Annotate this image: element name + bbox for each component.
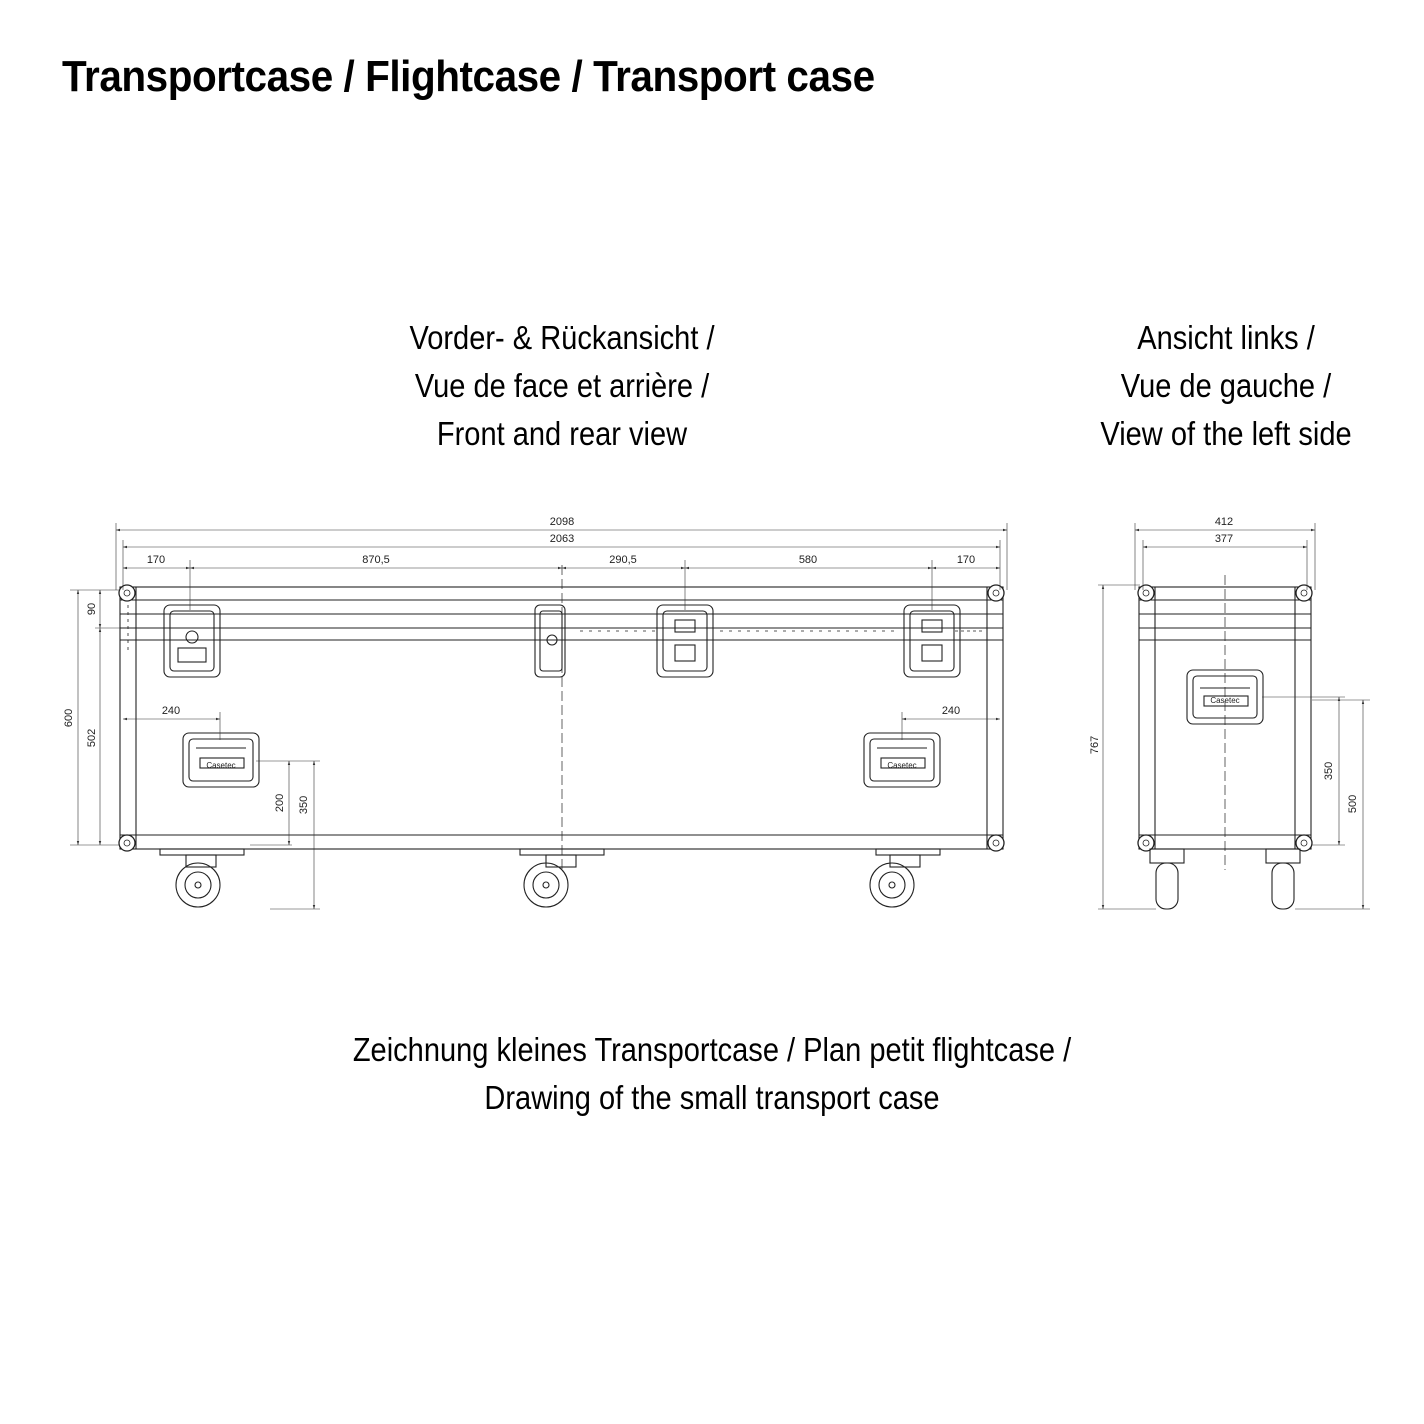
page-title: Transportcase / Flightcase / Transport c… — [62, 52, 875, 101]
corner-ball — [118, 834, 136, 852]
handle-brand-label: Casetec — [1210, 696, 1239, 705]
caption-line: View of the left side — [1100, 415, 1352, 452]
dim-label: 240 — [162, 705, 180, 717]
latch — [656, 604, 714, 678]
latch — [163, 604, 221, 678]
dim-label: 2063 — [550, 533, 574, 545]
side-dimensions — [1098, 523, 1370, 910]
castor-wheel — [1265, 848, 1301, 910]
dim-label: 412 — [1215, 516, 1233, 528]
caption-line: Vue de gauche / — [1120, 367, 1332, 404]
front-view — [118, 565, 1005, 908]
castor-wheel — [1149, 848, 1185, 910]
caption-line: Vue de face et arrière / — [414, 367, 710, 404]
handle — [182, 732, 260, 788]
caption-line: Ansicht links / — [1137, 319, 1315, 356]
front-dimension-labels: 2098 2063 170 870,5 290,5 580 170 240 24… — [63, 516, 975, 814]
latch — [903, 604, 961, 678]
front-view-caption: Vorder- & Rückansicht / Vue de face et a… — [298, 314, 826, 458]
dim-label: 350 — [298, 796, 310, 814]
caption-line: Vorder- & Rückansicht / — [409, 319, 715, 356]
castor-wheel — [869, 848, 941, 908]
dim-label: 2098 — [550, 516, 574, 528]
handle — [863, 732, 941, 788]
dim-label: 377 — [1215, 533, 1233, 545]
caption-line: Zeichnung kleines Transportcase / Plan p… — [352, 1031, 1072, 1068]
corner-ball — [1137, 584, 1155, 602]
side-view — [1137, 575, 1313, 910]
left-view-caption: Ansicht links / Vue de gauche / View of … — [1050, 314, 1402, 458]
dim-label: 767 — [1089, 736, 1101, 754]
castor-wheel — [159, 848, 245, 908]
dim-label: 600 — [63, 709, 75, 727]
dim-label: 170 — [957, 554, 975, 566]
corner-ball — [987, 584, 1005, 602]
handle-brand-label: Casetec — [206, 761, 235, 770]
dim-label: 170 — [147, 554, 165, 566]
corner-ball — [1295, 584, 1313, 602]
latch — [534, 604, 566, 678]
caption-line: Front and rear view — [436, 415, 688, 452]
front-dimensions — [70, 523, 1008, 910]
dim-label: 500 — [1347, 795, 1359, 813]
handle-brand-label: Casetec — [887, 761, 916, 770]
castor-wheel — [519, 848, 605, 908]
dim-label: 502 — [86, 729, 98, 747]
caption-line: Drawing of the small transport case — [484, 1079, 940, 1116]
dim-label: 580 — [799, 554, 817, 566]
dim-label: 90 — [86, 603, 98, 615]
dim-label: 200 — [274, 794, 286, 812]
dim-label: 290,5 — [609, 554, 637, 566]
side-dimension-labels: 412 377 767 350 500 Casetec — [1089, 516, 1359, 813]
drawing-caption: Zeichnung kleines Transportcase / Plan p… — [272, 1026, 1152, 1122]
corner-ball — [987, 834, 1005, 852]
corner-ball — [118, 584, 136, 602]
dim-label: 870,5 — [362, 554, 390, 566]
dim-label: 350 — [1323, 762, 1335, 780]
dim-label: 240 — [942, 705, 960, 717]
